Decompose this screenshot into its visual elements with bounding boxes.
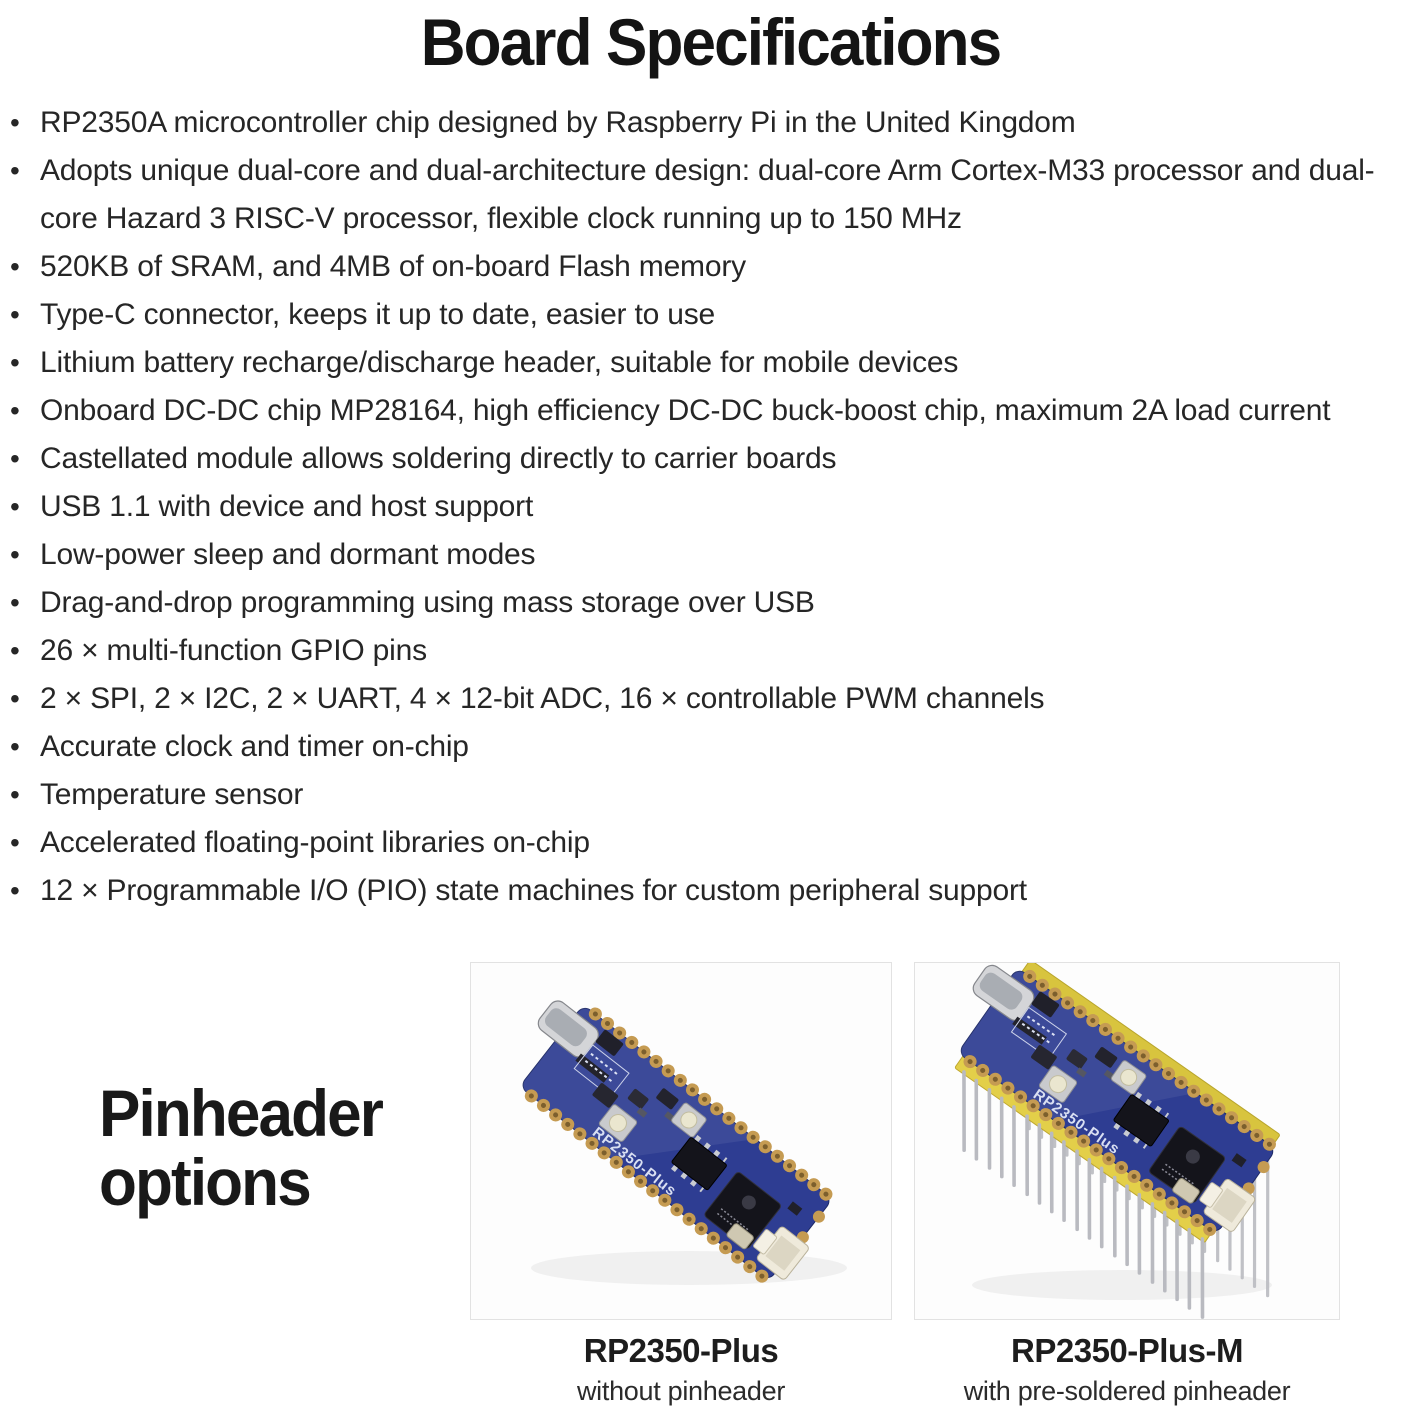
pinheader-option-rp2350-plus: RP2350-Plus RP2350-Plus without pinheade… xyxy=(470,962,892,1406)
product-name: RP2350-Plus-M xyxy=(1011,1332,1243,1369)
page-title: Board Specifications xyxy=(420,5,1002,79)
spec-item: Lithium battery recharge/discharge heade… xyxy=(8,339,1388,387)
spec-item: USB 1.1 with device and host support xyxy=(8,483,1388,531)
spec-item: Type-C connector, keeps it up to date, e… xyxy=(8,291,1388,339)
board-photo-rp2350-plus-m: RP2350-Plus xyxy=(954,963,1280,1319)
spec-item: 520KB of SRAM, and 4MB of on-board Flash… xyxy=(8,243,1388,291)
pinheader-heading-line1: Pinheader xyxy=(99,1076,384,1150)
product-description: without pinheader xyxy=(576,1376,786,1406)
spec-item: Onboard DC-DC chip MP28164, high efficie… xyxy=(8,387,1388,435)
product-caption: RP2350-Plus-M with pre-soldered pinheade… xyxy=(914,1332,1340,1407)
product-name: RP2350-Plus xyxy=(583,1332,779,1369)
spec-item: 12 × Programmable I/O (PIO) state machin… xyxy=(8,867,1388,915)
spec-item: Adopts unique dual-core and dual-archite… xyxy=(8,147,1388,243)
product-caption: RP2350-Plus without pinheader xyxy=(470,1332,892,1407)
product-description: with pre-soldered pinheader xyxy=(963,1376,1291,1406)
pinheader-options-heading: Pinheader options xyxy=(99,1076,384,1219)
pinheader-option-rp2350-plus-m: RP2350-Plus RP2350-Plus-M with pre-solde… xyxy=(914,962,1340,1406)
product-photo-frame: RP2350-Plus xyxy=(470,962,892,1320)
spec-item: Low-power sleep and dormant modes xyxy=(8,531,1388,579)
spec-item: Accelerated floating-point libraries on-… xyxy=(8,819,1388,867)
spec-item: Accurate clock and timer on-chip xyxy=(8,723,1388,771)
spec-item: RP2350A microcontroller chip designed by… xyxy=(8,99,1388,147)
spec-list: RP2350A microcontroller chip designed by… xyxy=(8,99,1388,915)
board-photo-rp2350-plus: RP2350-Plus xyxy=(519,1000,847,1285)
spec-item: Drag-and-drop programming using mass sto… xyxy=(8,579,1388,627)
spec-item: 2 × SPI, 2 × I2C, 2 × UART, 4 × 12-bit A… xyxy=(8,675,1388,723)
spec-item: Castellated module allows soldering dire… xyxy=(8,435,1388,483)
spec-item: 26 × multi-function GPIO pins xyxy=(8,627,1388,675)
product-photo-frame: RP2350-Plus xyxy=(914,962,1340,1320)
spec-item: Temperature sensor xyxy=(8,771,1388,819)
pinheader-heading-line2: options xyxy=(99,1145,312,1219)
